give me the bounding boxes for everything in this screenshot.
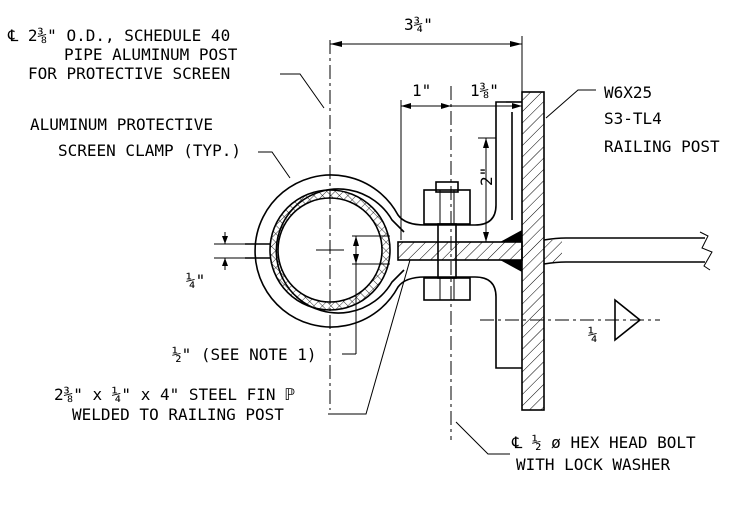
clamp-callout-1: ALUMINUM PROTECTIVE: [30, 115, 213, 134]
dim-bolt-to-post: 1⅜": [470, 81, 499, 100]
leader-bolt: [455, 421, 510, 455]
dim-bolt-offset: 1": [412, 81, 431, 100]
dim-weld: ¼: [588, 325, 598, 344]
leader-clamp: [258, 151, 291, 179]
leader-pipe-post: [280, 73, 325, 109]
bolt-callout-2: WITH LOCK WASHER: [516, 455, 670, 474]
railing-post-callout-2: S3-TL4: [604, 109, 662, 128]
clamp-callout-2: SCREEN CLAMP (TYP.): [58, 141, 241, 160]
fin-callout-1: 2⅜" x ¼" x 4" STEEL FIN ℙ: [54, 385, 295, 404]
section-arrow: [614, 298, 642, 342]
railing-post-callout-3: RAILING POST: [604, 137, 720, 156]
steel-fin-plate: [397, 241, 523, 261]
railing-post-callout-1: W6X25: [604, 83, 652, 102]
weld-bottom: [500, 260, 522, 272]
railing-post-web: [543, 237, 705, 241]
dim-overall: 3¾": [404, 15, 433, 34]
railing-post-shape: [521, 91, 713, 411]
bolt-callout-1: ℄ ½ ø HEX HEAD BOLT: [511, 433, 696, 452]
dim-clamp-gap: ¼": [186, 271, 205, 290]
dim-vertical: 2": [477, 167, 496, 186]
gap-note-callout: ½" (SEE NOTE 1): [172, 345, 317, 364]
pipe-post-callout-3: FOR PROTECTIVE SCREEN: [28, 64, 230, 83]
railing-post-flange: [521, 91, 545, 411]
break-line: [699, 231, 713, 271]
hex-bolt: [423, 181, 471, 301]
pipe-post-callout-2: PIPE ALUMINUM POST: [64, 45, 238, 64]
clamp-strap-outline: [254, 101, 522, 369]
leader-railing-post: [545, 89, 596, 119]
weld-top: [500, 230, 522, 242]
pipe-post-callout-1: ℄ 2⅜" O.D., SCHEDULE 40: [7, 26, 230, 45]
fin-callout-2: WELDED TO RAILING POST: [72, 405, 284, 424]
leader-fin: [328, 259, 411, 415]
